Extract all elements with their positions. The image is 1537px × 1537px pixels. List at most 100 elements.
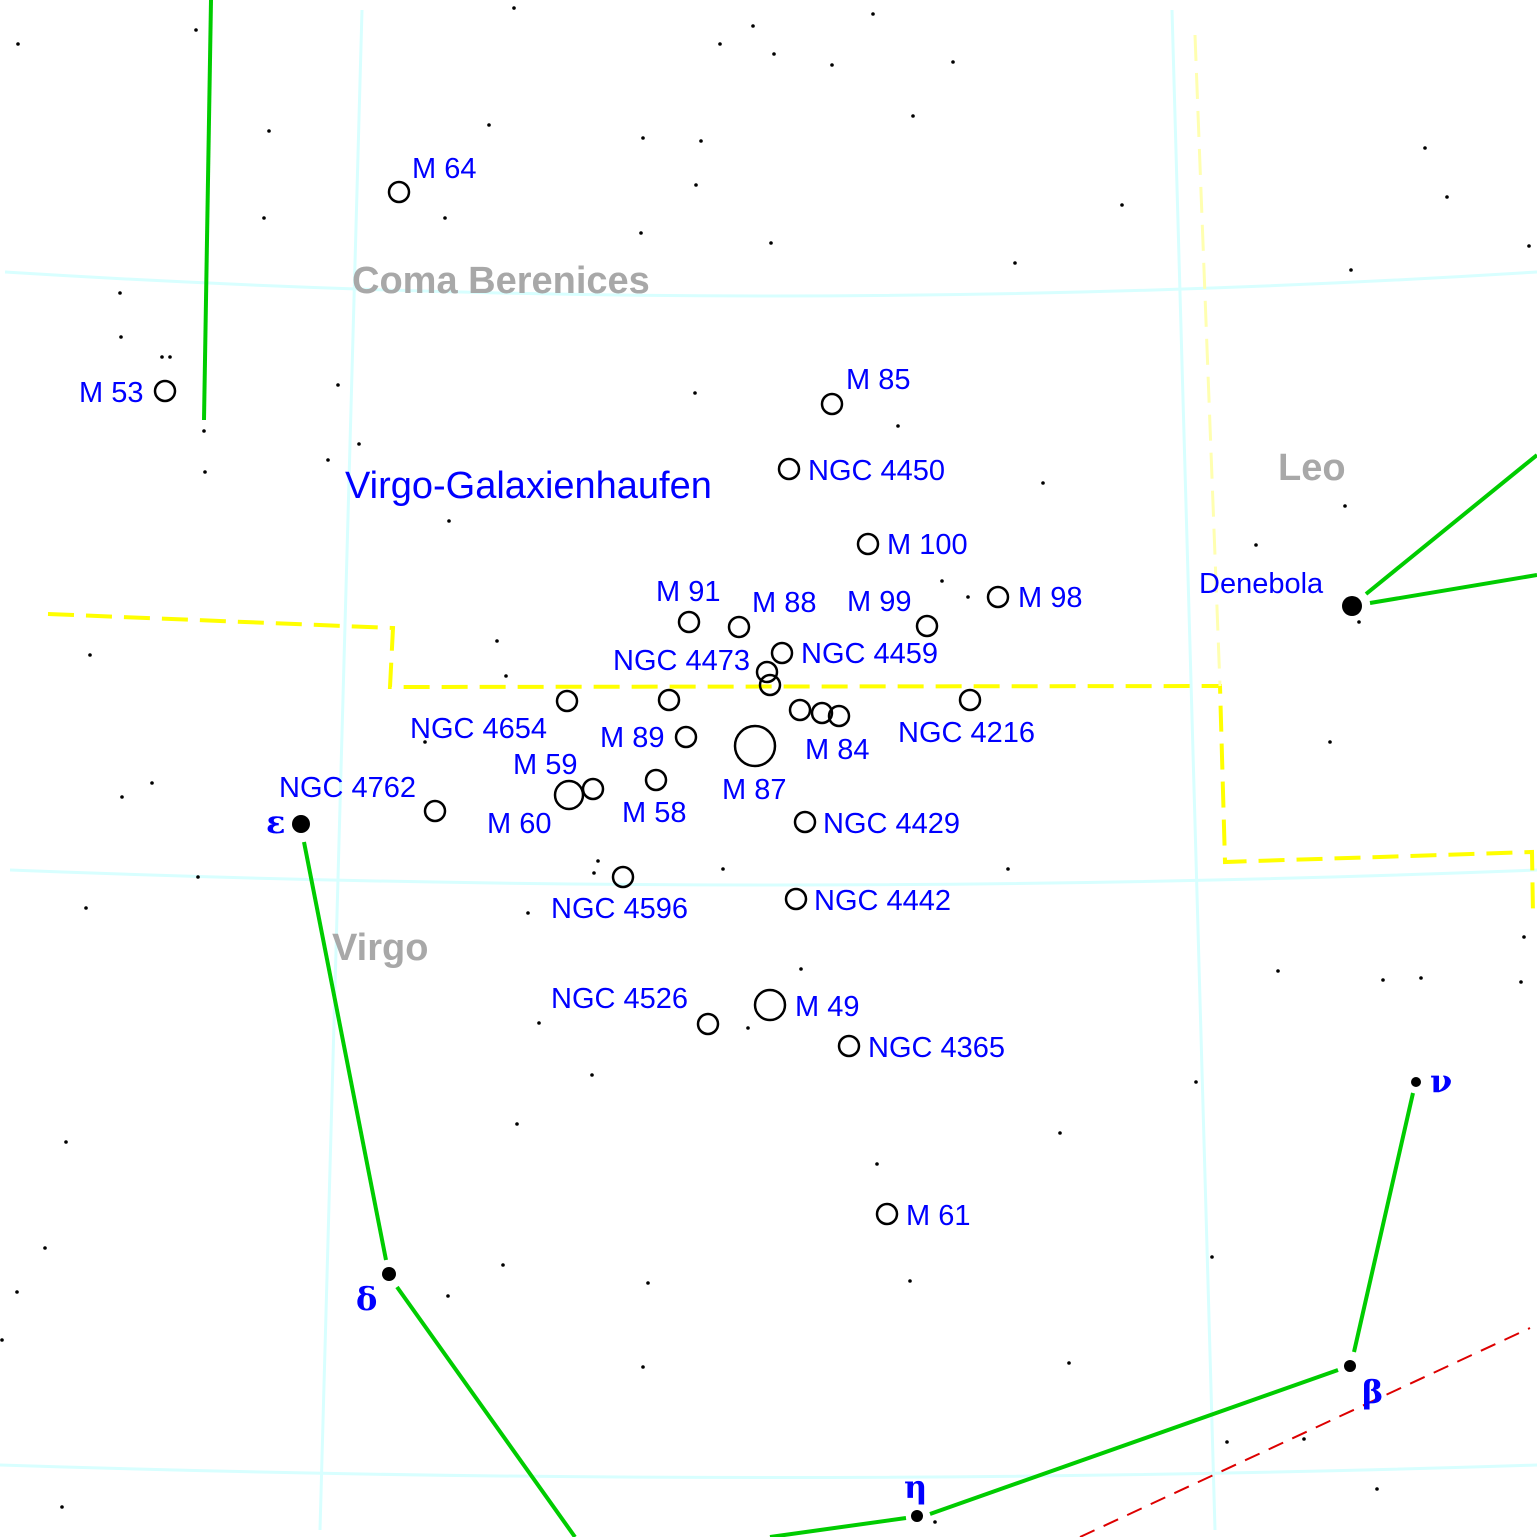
faint-star xyxy=(911,114,915,118)
galaxy-label-m85: M 85 xyxy=(846,364,910,396)
faint-star xyxy=(160,355,164,359)
faint-star xyxy=(592,871,596,875)
faint-star xyxy=(487,123,491,127)
faint-star xyxy=(495,639,499,643)
galaxy-marker-m87 xyxy=(733,724,777,768)
galaxy-marker-m89 xyxy=(674,725,698,749)
faint-star xyxy=(1519,980,1523,984)
faint-star xyxy=(1423,146,1427,150)
star-label-nu: ν xyxy=(1430,1062,1452,1100)
faint-star xyxy=(1058,1131,1062,1135)
star-eta xyxy=(911,1510,923,1522)
cluster-label: Virgo-Galaxienhaufen xyxy=(345,465,712,507)
galaxy-marker-ngc4596 xyxy=(611,865,635,889)
coordinate-grid xyxy=(0,9,1537,1531)
faint-star xyxy=(501,1263,505,1267)
faint-star xyxy=(447,519,451,523)
faint-star xyxy=(1522,935,1526,939)
galaxy-label-ngc4526: NGC 4526 xyxy=(551,983,688,1015)
faint-star xyxy=(799,967,803,971)
bright-stars: Denebola ε δ η β ν xyxy=(266,568,1452,1522)
galaxy-marker-ngc4442 xyxy=(784,887,808,911)
faint-star xyxy=(933,1520,937,1524)
faint-star xyxy=(694,183,698,187)
faint-star xyxy=(15,1290,19,1294)
faint-star xyxy=(16,42,20,46)
faint-star xyxy=(940,579,944,583)
faint-star xyxy=(639,231,643,235)
faint-star xyxy=(718,42,722,46)
star-label-beta: β xyxy=(1362,1373,1383,1411)
ecliptic-line xyxy=(1079,1327,1531,1537)
galaxy-label-m99: M 99 xyxy=(847,586,911,618)
faint-star xyxy=(1527,244,1531,248)
faint-star xyxy=(641,136,645,140)
galaxy-label-m89: M 89 xyxy=(600,722,664,754)
faint-star xyxy=(751,24,755,28)
faint-star xyxy=(596,859,600,863)
galaxy-label-m64: M 64 xyxy=(412,153,476,185)
galaxy-marker-m61 xyxy=(875,1202,899,1226)
galaxy-marker-ngc4654 xyxy=(555,689,579,713)
galaxy-label-m60: M 60 xyxy=(487,808,551,840)
faint-star xyxy=(196,875,200,879)
galaxy-label-m87: M 87 xyxy=(722,774,786,806)
galaxy-label-ngc4473: NGC 4473 xyxy=(613,645,750,677)
faint-star xyxy=(262,216,266,220)
galaxy-label-m53: M 53 xyxy=(79,377,143,409)
faint-star xyxy=(1225,1440,1229,1444)
faint-star xyxy=(423,740,427,744)
faint-star xyxy=(526,911,530,915)
galaxy-marker xyxy=(810,701,834,725)
constellation-boundaries xyxy=(47,34,1535,916)
galaxy-label-ngc4459: NGC 4459 xyxy=(801,638,938,670)
faint-star xyxy=(512,6,516,10)
faint-star xyxy=(326,458,330,462)
galaxy-label-m84: M 84 xyxy=(805,734,869,766)
star-epsilon xyxy=(292,815,310,833)
faint-star xyxy=(357,442,361,446)
faint-star xyxy=(875,1162,879,1166)
galaxy-marker-m100 xyxy=(856,532,880,556)
galaxy-label-ngc4216: NGC 4216 xyxy=(898,717,1035,749)
galaxy-marker-ngc4459 xyxy=(770,641,794,665)
faint-star xyxy=(119,335,123,339)
galaxy-label-m49: M 49 xyxy=(795,991,859,1023)
galaxy-label-ngc4429: NGC 4429 xyxy=(823,808,960,840)
faint-star xyxy=(641,1365,645,1369)
galaxy-label-m59: M 59 xyxy=(513,749,577,781)
faint-star xyxy=(1013,261,1017,265)
galaxy-label-m58: M 58 xyxy=(622,797,686,829)
star-label-epsilon: ε xyxy=(266,803,285,841)
galaxy-marker-m49 xyxy=(753,988,787,1022)
faint-star xyxy=(537,1021,541,1025)
galaxy-label-ngc4596: NGC 4596 xyxy=(551,893,688,925)
galaxy-marker-m85 xyxy=(820,392,844,416)
galaxy-label-ngc4654: NGC 4654 xyxy=(410,713,547,745)
galaxy-marker-m59 xyxy=(581,777,605,801)
faint-star xyxy=(1349,268,1353,272)
faint-star xyxy=(693,391,697,395)
faint-star xyxy=(1343,504,1347,508)
faint-star xyxy=(769,241,773,245)
faint-star xyxy=(896,424,900,428)
galaxy-marker-m98 xyxy=(986,585,1010,609)
faint-star xyxy=(1375,1487,1379,1491)
star-denebola xyxy=(1342,596,1362,616)
galaxy-marker xyxy=(657,688,681,712)
faint-star xyxy=(1254,543,1258,547)
galaxy-marker xyxy=(788,698,812,722)
galaxy-marker-m88 xyxy=(727,615,751,639)
galaxy-marker-ngc4429 xyxy=(793,810,817,834)
faint-star xyxy=(1445,195,1449,199)
galaxy-marker-ngc4216 xyxy=(958,688,982,712)
galaxy-marker-ngc4473 xyxy=(755,660,779,684)
constellation-label-coma: Coma Berenices xyxy=(352,260,650,302)
faint-star xyxy=(194,28,198,32)
galaxy-marker-m60 xyxy=(553,779,585,811)
galaxy-label-ngc4442: NGC 4442 xyxy=(814,885,951,917)
galaxy-label-m91: M 91 xyxy=(656,576,720,608)
faint-star xyxy=(118,291,122,295)
